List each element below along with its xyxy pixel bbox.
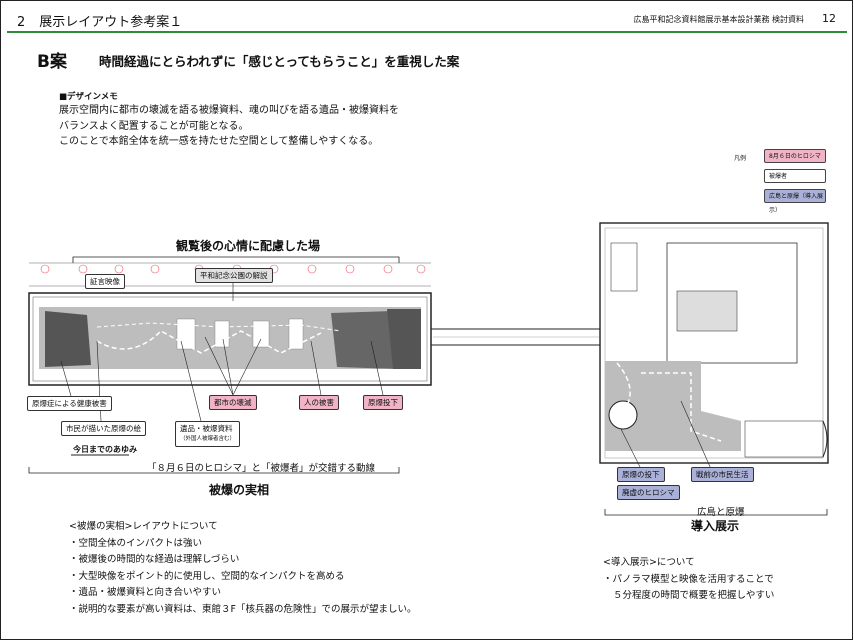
notes-intro-heading: <導入展示>について: [603, 557, 695, 568]
notes-hibaku-item: ・説明的な要素が高い資料は、東館３F「核兵器の危険性」での展示が望ましい。: [69, 603, 417, 615]
tag-park: 平和記念公園の解説: [195, 268, 273, 283]
header-rule: [7, 31, 847, 33]
tag-health: 原爆症による健康被害: [27, 396, 112, 411]
section-number: 2: [17, 15, 26, 30]
bracket-lines: [28, 256, 828, 516]
notes-hibaku-item: ・空間全体のインパクトは強い: [69, 537, 203, 549]
page-number: 12: [822, 12, 836, 25]
hibaku-caption: 被爆の実相: [209, 483, 270, 497]
notes-intro: <導入展示>について ・パノラマ模型と映像を活用することで ５分程度の時間で概要…: [603, 555, 774, 605]
tag-relics-label: 遺品・被爆資料: [180, 424, 233, 433]
notes-intro-item: ５分程度の時間で概要を把握しやすい: [613, 590, 775, 601]
leader-lines: [60, 279, 712, 470]
notes-intro-item: ・パノラマ模型と映像を活用することで: [603, 573, 774, 585]
tag-bomb: 原爆投下: [363, 395, 403, 410]
notes-hibaku-heading: <被爆の実相>レイアウトについて: [69, 521, 218, 532]
notes-hibaku-item: ・被爆後の時間的な経過は理解しづらい: [69, 554, 240, 565]
document-meta: 広島平和記念資料館展示基本設計業務 検討資料: [633, 15, 804, 24]
section-title-text: 展示レイアウト参考案１: [39, 15, 183, 30]
notes-hibaku: <被爆の実相>レイアウトについて ・空間全体のインパクトは強い ・被爆後の時間的…: [69, 519, 416, 618]
legend-heading: 凡例: [734, 155, 747, 162]
design-memo-line: 展示空間内に都市の壊滅を語る被爆資料、魂の叫びを語る遺品・被爆資料を: [59, 105, 399, 116]
notes-hibaku-item: ・遺品・被爆資料と向き合いやすい: [69, 587, 222, 598]
plan-description: 時間経過にとらわれずに「感じとってもらうこと」を重視した案: [99, 54, 460, 69]
intro-area-label: 広島と原爆: [697, 507, 745, 518]
tag-relics-sub: （外国人被爆者含む）: [180, 436, 236, 442]
tag-intro-panorama: 廃虚のヒロシマ: [617, 485, 680, 500]
intro-building-plan: [599, 222, 829, 464]
tag-drawings: 市民が描いた原爆の絵: [61, 421, 146, 436]
design-memo-line: バランスよく配置することが可能となる。: [59, 120, 249, 132]
tag-people: 人の被害: [299, 395, 339, 410]
tag-testimony: 証言映像: [85, 274, 125, 289]
design-memo-line: このことで本館全体を統一感を持たせた空間として整備しやすくなる。: [59, 136, 379, 147]
tag-intro-prewar: 戦前の市民生活: [691, 467, 754, 482]
tag-intro-bomb: 原爆の投下: [617, 467, 665, 482]
plan-code: B案: [37, 52, 67, 72]
tag-relics: 遺品・被爆資料 （外国人被爆者含む）: [175, 421, 241, 447]
design-memo: ■デザインメモ 展示空間内に都市の壊滅を語る被爆資料、魂の叫びを語る遺品・被爆資…: [59, 91, 399, 150]
legend-item-hibakusha: 被爆者: [764, 169, 826, 183]
legend-item-hiroshima: 8月６日のヒロシマ: [764, 149, 826, 163]
design-memo-heading: ■デザインメモ: [59, 92, 118, 102]
section-title: 2 展示レイアウト参考案１: [17, 11, 182, 30]
notes-hibaku-item: ・大型映像をポイント的に使用し、空間的なインパクトを高める: [69, 570, 345, 582]
viewing-care-caption: 観覧後の心情に配慮した場: [176, 239, 321, 253]
legend-item-intro: 広島と原爆（導入展示）: [764, 189, 826, 214]
flow-note: 「８月６日のヒロシマ」と「被爆者」が交錯する動線: [147, 463, 376, 474]
intro-caption: 導入展示: [691, 519, 740, 533]
main-gallery-plan: [28, 262, 601, 386]
tag-city: 都市の壊滅: [209, 395, 257, 410]
until-today-label: 今日までのあゆみ: [73, 445, 137, 454]
